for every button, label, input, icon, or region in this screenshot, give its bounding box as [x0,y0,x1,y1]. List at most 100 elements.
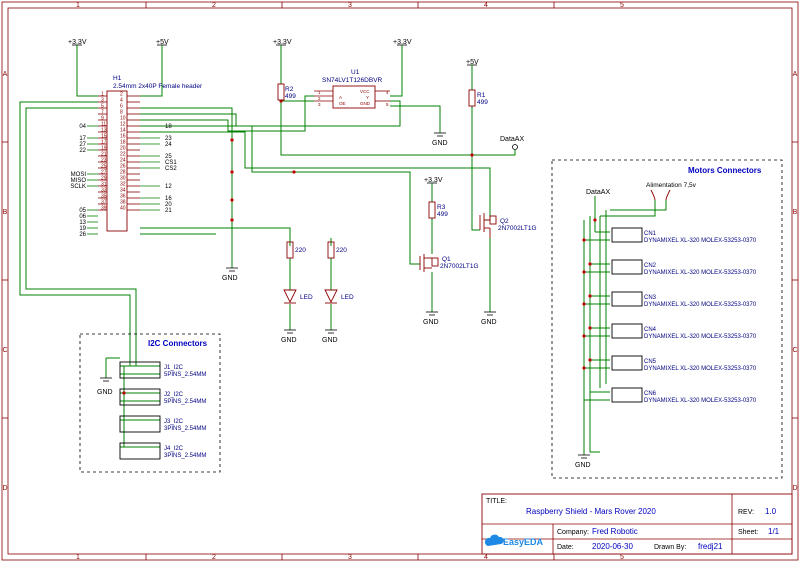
power-3v3-label: +3.3V [68,39,87,46]
power-5v-label: +5V [466,59,479,66]
h1-pin-num: 37 [101,200,107,206]
led-2 [324,289,338,304]
resistors [277,83,476,259]
motor-ref: CN4 [644,327,657,333]
motors-title: Motors Connectors [688,166,762,175]
header-h1: H1 2.54mm 2x40P Female header 1357911131… [70,75,203,238]
h1-net-label: 25 [165,154,172,160]
resistor-r1 [468,89,476,107]
h1-pin-num: 22 [120,152,126,158]
i2c-name: 5PINS_2.54MM [164,399,206,405]
motor-ref: CN6 [644,391,657,397]
q2-name: 2N7002LT1G [498,225,537,232]
gnd-label: GND [432,140,448,147]
gnd-label: GND [222,275,238,282]
motor-ref: CN2 [644,263,657,269]
h1-pin-num: 11 [101,122,106,128]
r1-value: 499 [477,99,488,106]
dataax-label: DataAX [500,136,524,143]
r2-ref: R2 [285,86,294,93]
row-label: B [793,209,798,216]
connector-body [119,442,161,460]
q1-ref: Q1 [442,256,451,263]
col-label: 1 [76,554,80,561]
connector-body [611,355,643,371]
r1-ref: R1 [477,92,486,99]
h1-net-label: 22 [79,148,86,154]
h1-net-label: CS1 [165,160,177,166]
h1-pin-num: 30 [120,176,126,182]
led-r-value: 220 [295,247,306,254]
h1-net-label: 13 [79,220,86,226]
h1-net-label: 16 [165,196,172,202]
wires [19,45,667,455]
h1-pin-num: 19 [101,146,107,152]
i2c-connectors: J1_I2C5PINS_2.54MMJ2_I2C5PINS_2.54MMJ3_I… [119,361,206,460]
i2c-name: 3PINS_2.54MM [164,426,206,432]
h1-name: 2.54mm 2x40P Female header [113,83,203,90]
gnd-label: GND [281,337,297,344]
i2c-name: 5PINS_2.54MM [164,372,206,378]
h1-net-label: 20 [165,202,172,208]
h1-pin-num: 10 [120,116,126,122]
h1-pin-num: 36 [120,194,126,200]
h1-ref: H1 [113,75,122,82]
title-block: TITLE: Raspberry Shield - Mars Rover 202… [481,493,793,555]
power-3v3-label: +3.3V [424,177,443,184]
dataax-label: DataAX [586,189,610,196]
h1-pin-num: 38 [120,200,126,206]
h1-pin-num: 31 [101,182,107,188]
led-label: LED [300,294,313,301]
h1-net-label: MOSI [71,172,87,178]
h1-pin-num: 25 [101,164,107,170]
h1-pin-num: 6 [120,104,123,110]
h1-pin-num: 1 [101,92,104,98]
h1-pin-num: 15 [101,134,107,140]
col-label: 3 [348,2,352,9]
connector-body [611,259,643,275]
row-label: C [792,347,797,354]
transistors [419,213,497,272]
connector-body [119,388,161,406]
h1-pin-num: 17 [101,140,107,146]
h1-pin-num: 12 [120,122,126,128]
col-label: 3 [348,554,352,561]
cloud-icon [484,534,504,546]
h1-pin-num: 34 [120,188,126,194]
u1-pin-num: 5 [386,102,389,107]
u1-pin-num: 1 [318,90,321,95]
h1-pin-num: 2 [120,92,123,98]
col-label: 2 [212,2,216,9]
alimentation-label: Alimentation 7,5v [646,182,697,189]
h1-pin-num: 40 [120,206,126,212]
u1-name: SN74LV1T126DBVR [322,77,383,84]
col-label: 2 [212,554,216,561]
resistor-led1 [286,241,294,259]
u1-pin-label: VCC [360,89,370,94]
power-3v3-label: +3.3V [273,39,292,46]
h1-pin-num: 27 [101,170,107,176]
led-label: LED [341,294,354,301]
connector-body [611,387,643,403]
led-1 [283,289,297,304]
tb-title-label: TITLE: [486,498,507,505]
h1-pin-num: 18 [120,140,126,146]
r3-ref: R3 [437,204,446,211]
i2c-ref: J4_I2C [164,446,184,452]
h1-net-labels: 04172722MOSIMISOSCLK050613192618232425CS… [70,124,177,238]
motor-name: DYNAMIXEL XL-320 MOLEX-53253-0370 [644,366,757,372]
connector-body [611,323,643,339]
r3-value: 499 [437,211,448,218]
transistor-q2 [479,213,497,238]
row-label: C [2,347,7,354]
tb-date: 2020-06-30 [592,542,633,551]
h1-net-label: MISO [71,178,87,184]
